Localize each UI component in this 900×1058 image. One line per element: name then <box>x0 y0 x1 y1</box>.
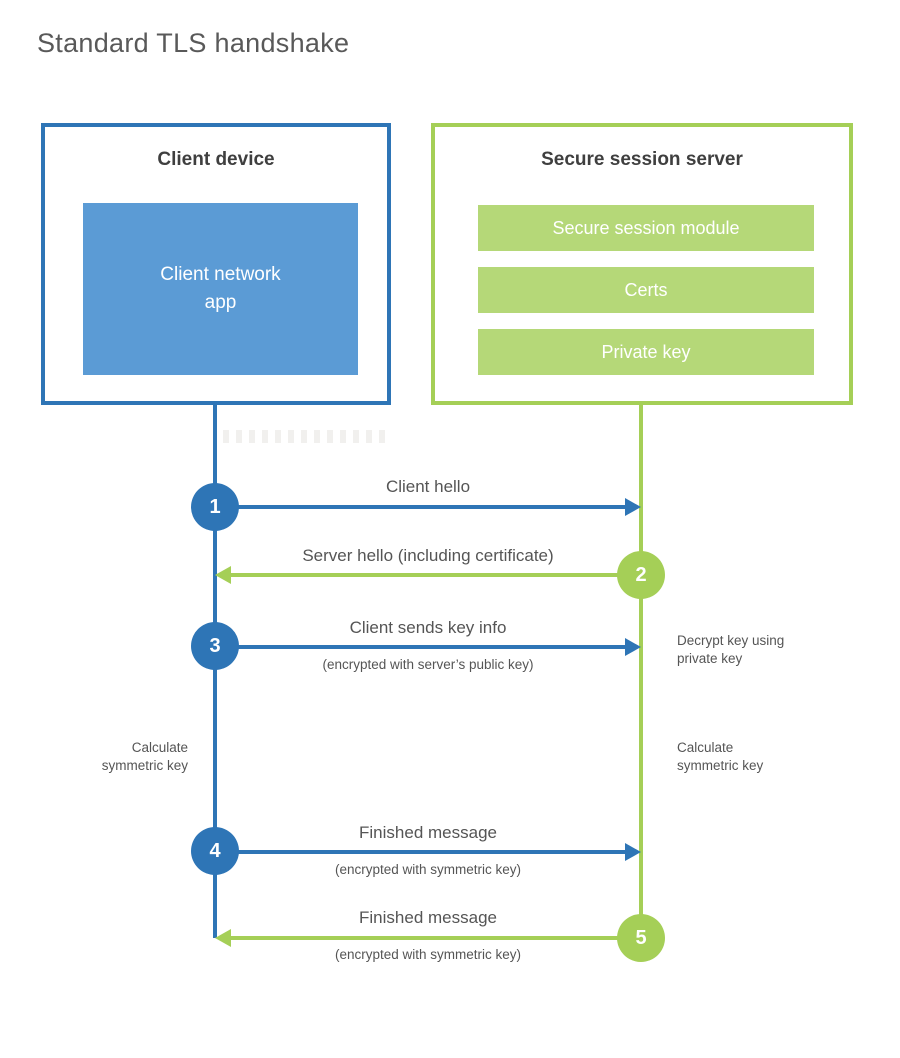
arrow-line-client-key-info <box>215 645 627 649</box>
step-badge-4: 4 <box>191 827 239 875</box>
arrow-head-right-icon <box>625 638 641 656</box>
step-badge-2: 2 <box>617 551 665 599</box>
message-label-finished-server: Finished message <box>359 908 497 927</box>
arrow-line-finished-client <box>215 850 627 854</box>
message-sublabel-finished-server: (encrypted with symmetric key) <box>334 947 522 962</box>
arrow-head-left-icon <box>215 929 231 947</box>
secure-session-server-title: Secure session server <box>541 149 743 170</box>
client-device-title: Client device <box>157 149 275 170</box>
message-label-client-key-info: Client sends key info <box>349 618 507 637</box>
server-module-private-key: Private key <box>478 329 814 375</box>
arrow-line-client-hello <box>215 505 627 509</box>
annotation-calculate-symmetric-key-client: Calculate symmetric key <box>101 740 188 773</box>
message-label-client-hello: Client hello <box>385 477 471 496</box>
step-badge-1: 1 <box>191 483 239 531</box>
step-badge-5: 5 <box>617 914 665 962</box>
page-title: Standard TLS handshake <box>37 28 350 58</box>
arrow-head-right-icon <box>625 498 641 516</box>
client-lifeline <box>213 405 217 938</box>
client-device-box: Client device Client network app <box>41 123 391 405</box>
annotation-calculate-symmetric-key-server: Calculate symmetric key <box>677 740 764 773</box>
step-badge-3: 3 <box>191 622 239 670</box>
message-label-server-hello: Server hello (including certificate) <box>302 546 554 565</box>
secure-session-server-box: Secure session server Secure session mod… <box>431 123 853 405</box>
server-lifeline <box>639 405 643 960</box>
server-module-secure-session-module: Secure session module <box>478 205 814 251</box>
client-network-app-block: Client network app <box>83 203 358 375</box>
server-module-certs: Certs <box>478 267 814 313</box>
faint-dashed-line <box>223 430 387 443</box>
annotation-decrypt-key: Decrypt key using private key <box>677 633 785 666</box>
arrow-head-right-icon <box>625 843 641 861</box>
message-sublabel-finished-client: (encrypted with symmetric key) <box>334 862 522 877</box>
message-sublabel-client-key-info: (encrypted with server’s public key) <box>322 657 534 672</box>
arrow-head-left-icon <box>215 566 231 584</box>
message-label-finished-client: Finished message <box>359 823 497 842</box>
arrow-line-server-hello <box>229 573 641 577</box>
arrow-line-finished-server <box>229 936 641 940</box>
